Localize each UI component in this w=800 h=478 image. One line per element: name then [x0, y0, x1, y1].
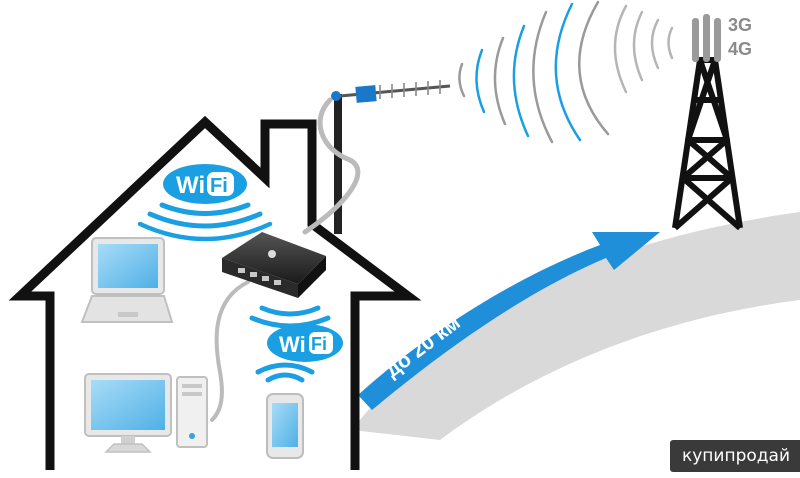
tower-antennas: [692, 14, 721, 62]
tower-signal-waves: [613, 4, 674, 94]
road: [352, 212, 800, 440]
tower-label-3g: 3G: [728, 15, 752, 35]
wifi-waves-router: [249, 305, 331, 329]
wifi-badge-fi: Fi: [210, 175, 228, 197]
desktop-monitor: [84, 373, 172, 453]
antenna-cable: [302, 97, 361, 235]
house-outline: [8, 115, 422, 470]
wifi-badge-wi-2: Wi: [279, 332, 306, 357]
wifi-badge-bottom: Wi Fi: [267, 324, 343, 362]
antenna-signal-waves: [458, 0, 610, 144]
watermark: купипродай: [669, 440, 800, 472]
router: [222, 232, 326, 298]
tower-label-4g: 4G: [728, 39, 752, 59]
wifi-waves-phone: [255, 362, 315, 383]
pc-tower: [176, 376, 208, 448]
router-cable: [210, 280, 250, 422]
distance-arrow: [358, 232, 660, 410]
wifi-badge-top: Wi Fi: [163, 164, 247, 204]
cell-tower: [672, 57, 743, 231]
antenna-mast: [334, 94, 342, 234]
laptop: [80, 237, 174, 323]
wifi-badge-wi: Wi: [176, 172, 205, 199]
smartphone: [266, 393, 304, 459]
wifi-waves-top: [137, 202, 273, 242]
wifi-badge-fi-2: Fi: [311, 334, 327, 354]
yagi-antenna: [331, 80, 451, 103]
